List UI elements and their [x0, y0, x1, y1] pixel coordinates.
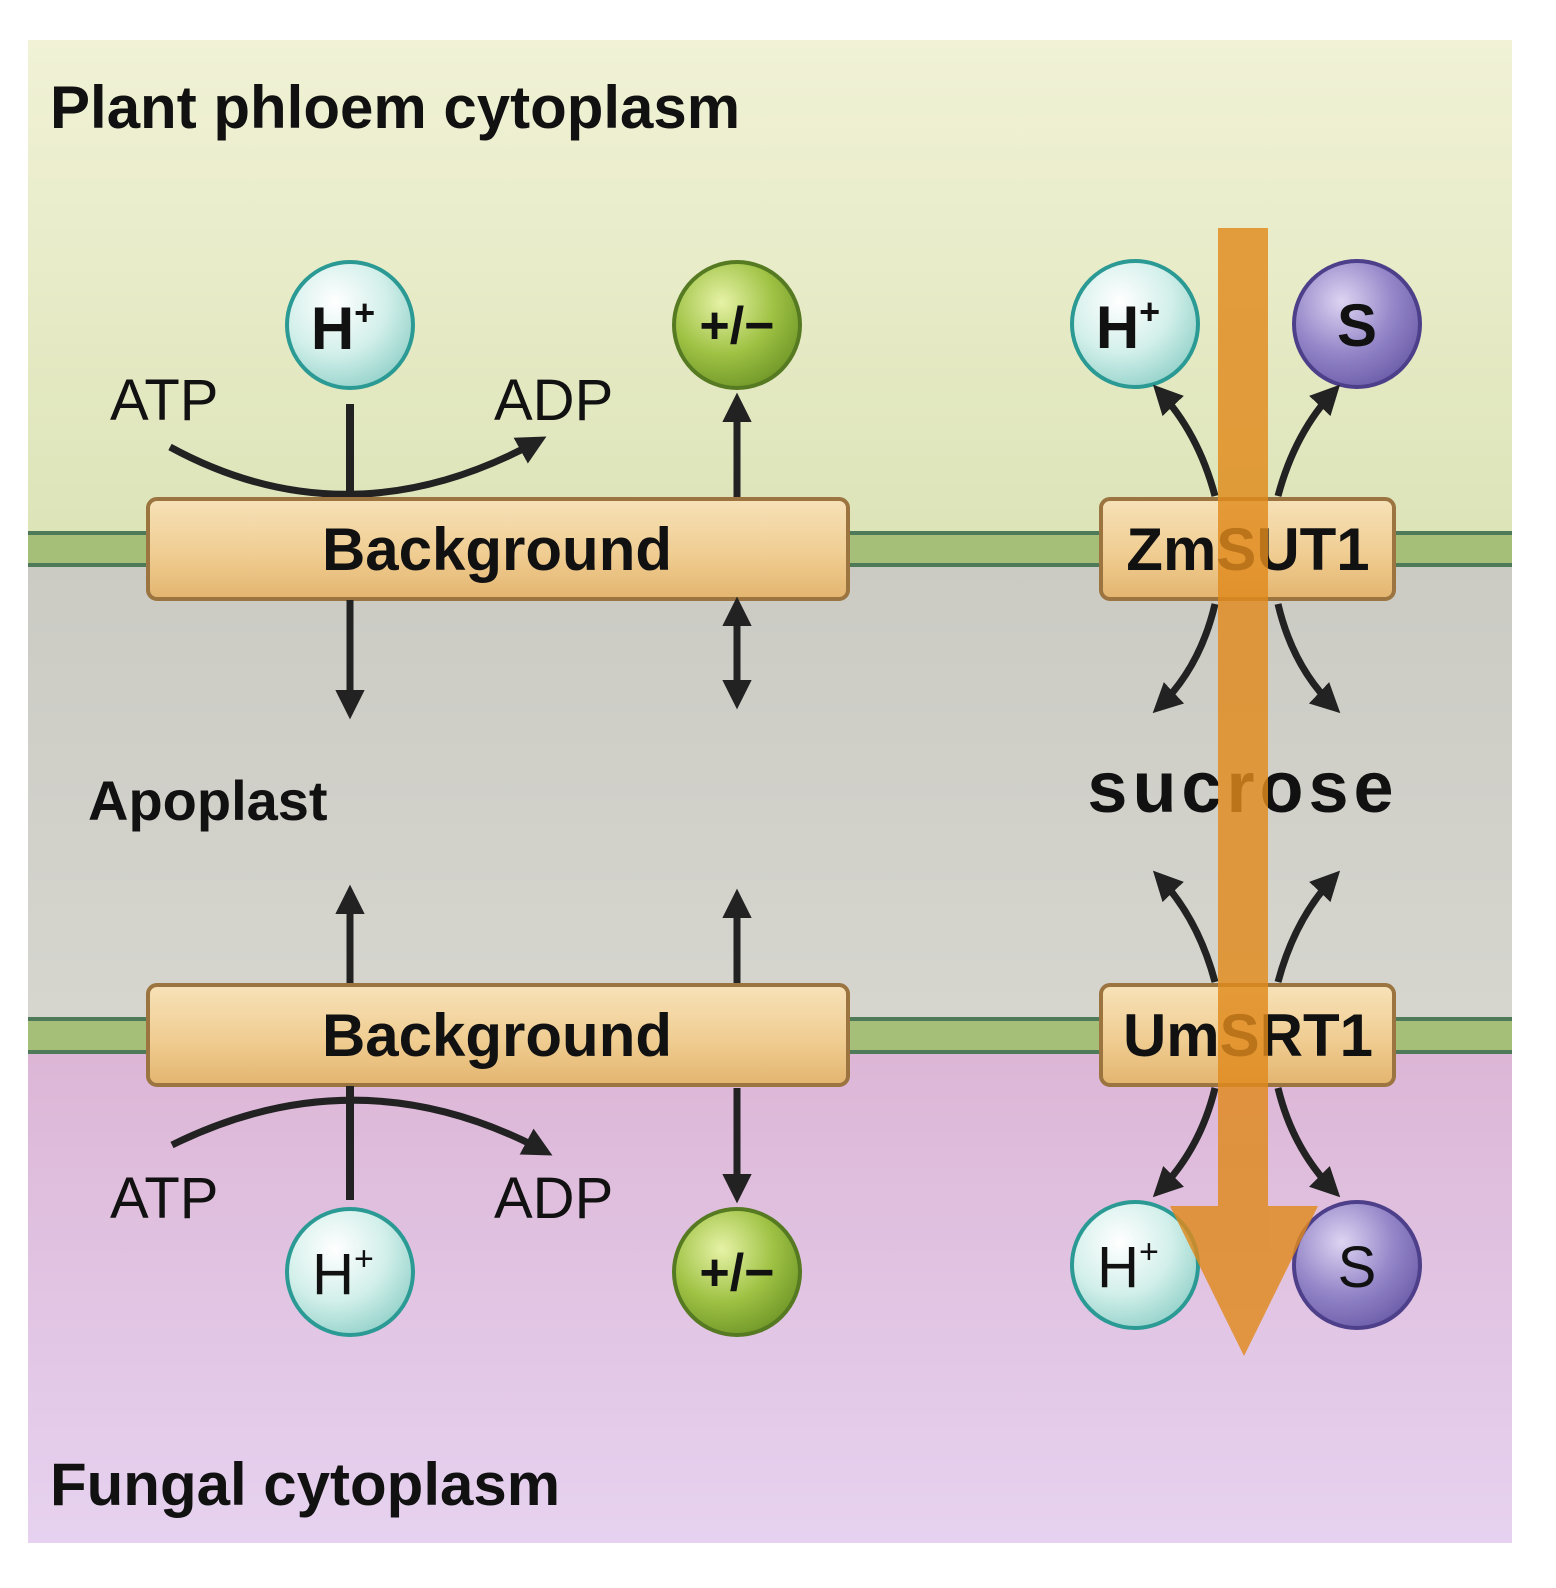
substrate-release-arrow-bottom	[1274, 870, 1341, 983]
proton-release-arrow-top	[1152, 384, 1219, 497]
ion-ball-top: +/−	[672, 260, 802, 390]
sucrose-flux-arrow	[1170, 228, 1318, 1356]
adp-label-top: ADP	[494, 368, 613, 433]
background-transporter-top: Background	[146, 497, 850, 601]
ion-ball-bottom: +/−	[672, 1207, 802, 1337]
substrate-ball-top: S	[1292, 259, 1422, 389]
apoplast-label: Apoplast	[88, 769, 328, 832]
proton-release-arrow-bottom	[1152, 870, 1219, 983]
zmsut1-suffix: UT1	[1256, 516, 1369, 583]
fungal-cytoplasm-label: Fungal cytoplasm	[50, 1451, 560, 1518]
proton-label: H	[312, 1242, 354, 1307]
substrate-ball-bottom: S	[1292, 1200, 1422, 1330]
plant-cytoplasm-label: Plant phloem cytoplasm	[50, 74, 740, 141]
proton-label: H	[1096, 294, 1139, 361]
atp-label-top: ATP	[110, 368, 219, 433]
substrate-release-arrow-top	[1274, 384, 1341, 497]
atp-label-bottom: ATP	[110, 1166, 219, 1231]
umsrt1-suffix: RT1	[1260, 1002, 1373, 1069]
proton-charge: +	[1139, 291, 1160, 332]
proton-ball-bottom-right: H+	[1070, 1200, 1200, 1330]
zmsut1-prefix: Zm	[1126, 516, 1216, 583]
background-transporter-bottom: Background	[146, 983, 850, 1087]
ion-label-bottom: +/−	[699, 1244, 774, 1302]
ion-label-top: +/−	[699, 297, 774, 355]
proton-ball-top-left: H+	[285, 260, 415, 390]
proton-charge: +	[354, 292, 375, 333]
substrate-label-top: S	[1337, 292, 1377, 359]
background-label-bottom: Background	[322, 1002, 672, 1069]
substrate-label-bottom: S	[1338, 1235, 1377, 1300]
substrate-uptake-arrow-bottom	[1274, 1087, 1341, 1198]
proton-uptake-arrow-bottom	[1152, 1087, 1219, 1198]
proton-label: H	[311, 295, 354, 362]
umsrt1-prefix: Um	[1123, 1002, 1220, 1069]
atp-to-adp-arrow-bottom	[170, 1096, 553, 1156]
svg-text:H+: H+	[311, 292, 375, 362]
proton-label: H	[1097, 1235, 1139, 1300]
adp-label-bottom: ADP	[494, 1166, 613, 1231]
svg-text:H+: H+	[1096, 291, 1160, 361]
proton-uptake-arrow-top	[1152, 603, 1219, 714]
proton-ball-bottom-left: H+	[285, 1207, 415, 1337]
svg-text:H+: H+	[312, 1240, 374, 1307]
proton-charge: +	[354, 1240, 374, 1278]
background-label-top: Background	[322, 516, 672, 583]
proton-charge: +	[1139, 1233, 1159, 1271]
svg-text:H+: H+	[1097, 1233, 1159, 1300]
proton-ball-top-right: H+	[1070, 259, 1200, 389]
substrate-uptake-arrow-top	[1274, 603, 1341, 714]
